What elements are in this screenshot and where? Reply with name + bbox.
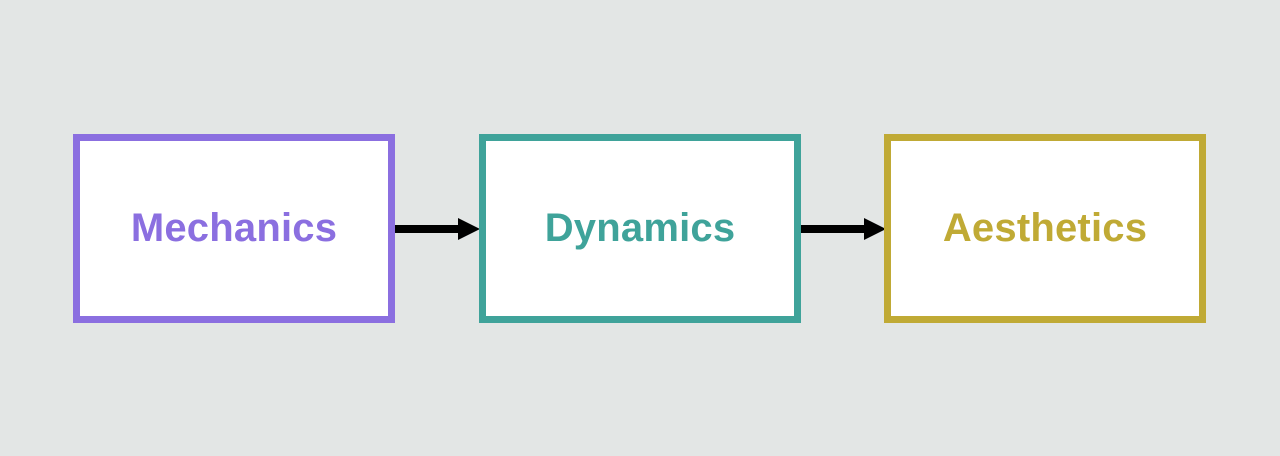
arrow-head	[864, 218, 886, 240]
mechanics-box: Mechanics	[73, 134, 395, 323]
arrow-head	[458, 218, 480, 240]
mechanics-label: Mechanics	[130, 206, 338, 250]
dynamics-box: Dynamics	[479, 134, 801, 323]
dynamics-label: Dynamics	[544, 206, 736, 250]
aesthetics-label: Aesthetics	[942, 206, 1148, 250]
arrow-dynamics-to-aesthetics	[801, 218, 886, 240]
arrow-mechanics-to-dynamics	[395, 218, 480, 240]
aesthetics-box: Aesthetics	[884, 134, 1206, 323]
